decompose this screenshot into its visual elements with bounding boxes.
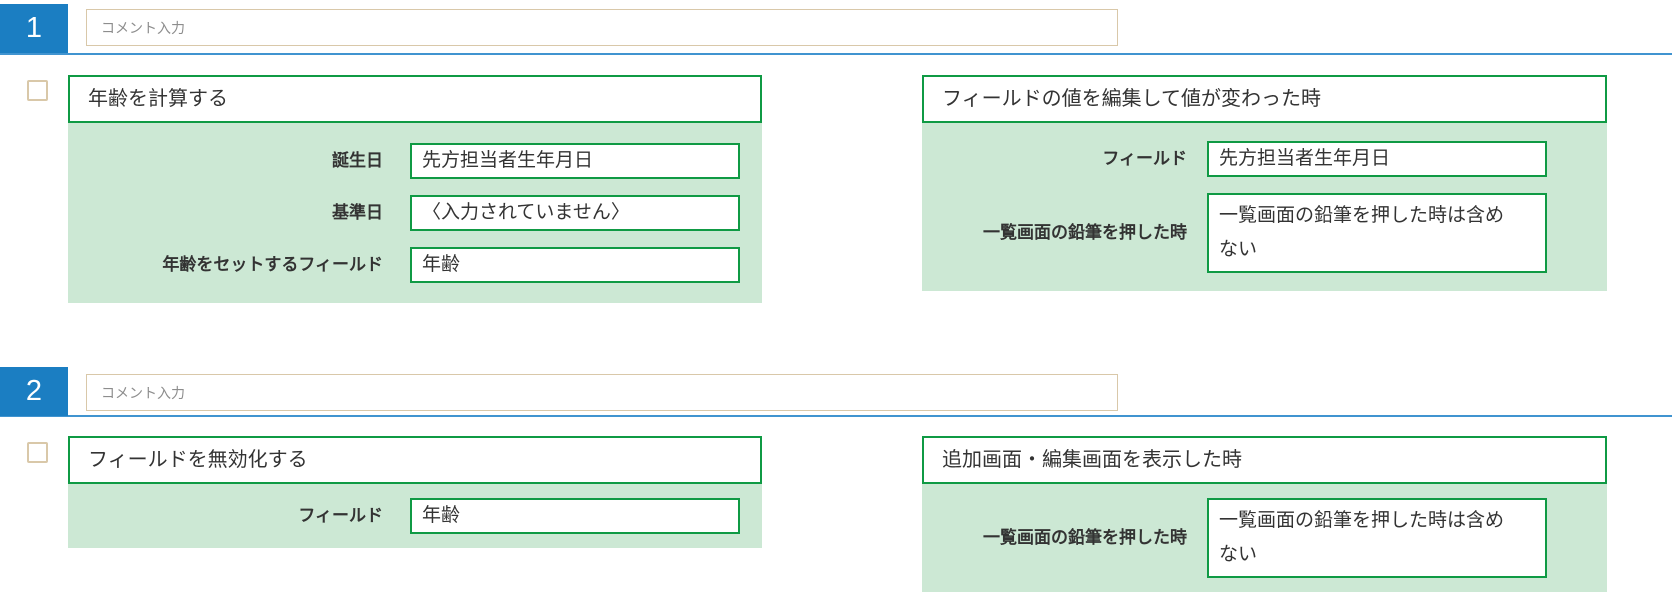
field-value-picker[interactable]: 一覧画面の鉛筆を押した時は含め ない: [1207, 193, 1547, 273]
field-value-picker[interactable]: 先方担当者生年月日: [1207, 141, 1547, 177]
field-label: 基準日: [332, 203, 383, 222]
rule-2-action-body: フィールド 年齢: [68, 484, 762, 548]
field-label: フィールド: [298, 506, 383, 525]
rule-1-action-panel: 年齢を計算する 誕生日 先方担当者生年月日 基準日 〈入力されていません〉 年齢…: [68, 75, 762, 303]
rule-2-header-row: 2: [0, 362, 1672, 417]
rule-1-header-row: 1: [0, 0, 1672, 55]
field-label: 一覧画面の鉛筆を押した時: [983, 223, 1187, 242]
field-row: 基準日 〈入力されていません〉: [68, 195, 762, 231]
field-row: 年齢をセットするフィールド 年齢: [68, 247, 762, 283]
field-label: 誕生日: [332, 151, 383, 170]
field-value-picker[interactable]: 〈入力されていません〉: [410, 195, 740, 231]
field-value-picker[interactable]: 年齢: [410, 498, 740, 534]
rule-2-trigger-body: 一覧画面の鉛筆を押した時 一覧画面の鉛筆を押した時は含め ない: [922, 484, 1607, 592]
field-row: 誕生日 先方担当者生年月日: [68, 143, 762, 179]
rule-2-comment-input[interactable]: [86, 374, 1118, 411]
rule-1-action-body: 誕生日 先方担当者生年月日 基準日 〈入力されていません〉 年齢をセットするフィ…: [68, 123, 762, 303]
rule-1-action-title[interactable]: 年齢を計算する: [68, 75, 762, 123]
field-label: フィールド: [1102, 149, 1187, 168]
rule-1-comment-input[interactable]: [86, 9, 1118, 46]
field-label: 年齢をセットするフィールド: [162, 255, 383, 274]
rule-2-select-checkbox[interactable]: [27, 442, 48, 463]
rule-1-trigger-panel: フィールドの値を編集して値が変わった時 フィールド 先方担当者生年月日 一覧画面…: [922, 75, 1607, 291]
rule-2-number-badge: 2: [0, 367, 68, 416]
field-value-picker[interactable]: 年齢: [410, 247, 740, 283]
field-label: 一覧画面の鉛筆を押した時: [983, 528, 1187, 547]
field-value-picker[interactable]: 一覧画面の鉛筆を押した時は含め ない: [1207, 498, 1547, 578]
field-row: 一覧画面の鉛筆を押した時 一覧画面の鉛筆を押した時は含め ない: [922, 193, 1607, 273]
field-row: フィールド 年齢: [68, 498, 762, 534]
field-row: 一覧画面の鉛筆を押した時 一覧画面の鉛筆を押した時は含め ない: [922, 498, 1607, 578]
rule-1-trigger-title[interactable]: フィールドの値を編集して値が変わった時: [922, 75, 1607, 123]
rule-1-number-badge: 1: [0, 4, 68, 53]
rule-2-action-panel: フィールドを無効化する フィールド 年齢: [68, 436, 762, 548]
rule-1-trigger-body: フィールド 先方担当者生年月日 一覧画面の鉛筆を押した時 一覧画面の鉛筆を押した…: [922, 123, 1607, 291]
rule-2-action-title[interactable]: フィールドを無効化する: [68, 436, 762, 484]
rule-2-trigger-panel: 追加画面・編集画面を表示した時 一覧画面の鉛筆を押した時 一覧画面の鉛筆を押した…: [922, 436, 1607, 592]
rule-1-select-checkbox[interactable]: [27, 80, 48, 101]
field-row: フィールド 先方担当者生年月日: [922, 141, 1607, 177]
rule-2-trigger-title[interactable]: 追加画面・編集画面を表示した時: [922, 436, 1607, 484]
field-value-picker[interactable]: 先方担当者生年月日: [410, 143, 740, 179]
